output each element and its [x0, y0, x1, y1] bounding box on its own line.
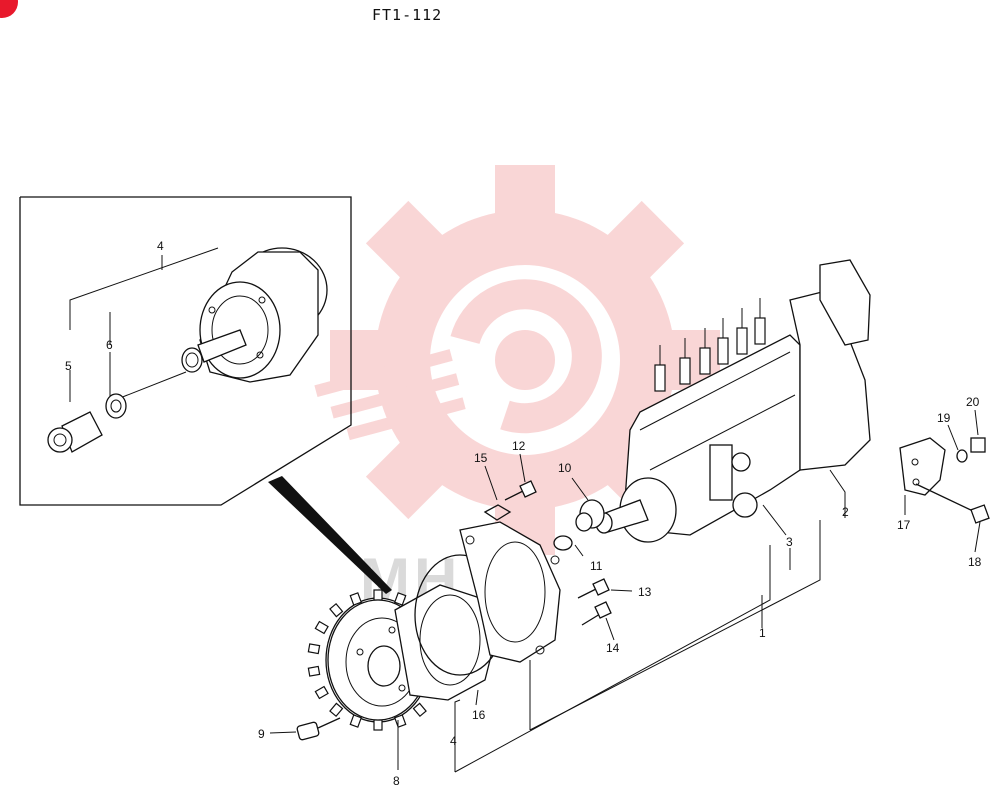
drive-gear-part-8	[307, 589, 449, 731]
pump-flange-housing	[459, 521, 561, 663]
feed-fitting-part-3	[709, 444, 758, 518]
lock-washer-part-15	[483, 504, 512, 521]
washer-part-11	[553, 535, 573, 551]
bolt-part-14	[581, 601, 612, 626]
bolt-part-12	[504, 480, 537, 501]
callout-6: 6	[106, 338, 113, 352]
nut-part-20	[970, 437, 986, 453]
detail-pointer	[268, 476, 392, 594]
callout-8: 8	[393, 774, 400, 788]
bracket-part-17	[899, 437, 946, 496]
callout-16: 16	[472, 708, 486, 722]
bolt-part-9	[296, 717, 341, 741]
callout-2: 2	[842, 505, 849, 519]
bolt-part-13	[577, 578, 610, 599]
plug-part-10	[575, 499, 605, 532]
callout-9: 9	[258, 727, 265, 741]
callout-11: 11	[590, 559, 603, 573]
callout-18: 18	[968, 555, 982, 569]
coupling-hub	[181, 247, 328, 383]
callout-10: 10	[558, 461, 572, 475]
callout-3: 3	[786, 535, 793, 549]
shaft-nut-part-5	[47, 411, 103, 453]
detail-inset	[19, 196, 352, 506]
callout-17: 17	[897, 518, 911, 532]
callout-4-inset: 4	[157, 239, 164, 253]
callout-4-main: 4	[450, 734, 457, 748]
callout-14: 14	[606, 641, 620, 655]
callout-labels: 1 2 3 4 4 5 6 8 9 10 11 12 13 14 15 16 1…	[65, 239, 982, 788]
callout-1: 1	[759, 626, 766, 640]
diagram-code: FT1-112	[372, 6, 442, 24]
callout-5: 5	[65, 359, 72, 373]
injector-outlets	[654, 298, 766, 392]
callout-15: 15	[474, 451, 488, 465]
washer-part-19	[956, 449, 968, 463]
callout-19: 19	[937, 411, 951, 425]
callout-13: 13	[638, 585, 652, 599]
corner-brand-mark	[0, 0, 18, 18]
injection-pump-part-1	[595, 259, 871, 543]
assembly-leaders	[269, 409, 981, 773]
callout-20: 20	[966, 395, 980, 409]
washer-part-6	[105, 393, 127, 419]
bolt-part-18	[915, 483, 990, 524]
callout-12: 12	[512, 439, 526, 453]
